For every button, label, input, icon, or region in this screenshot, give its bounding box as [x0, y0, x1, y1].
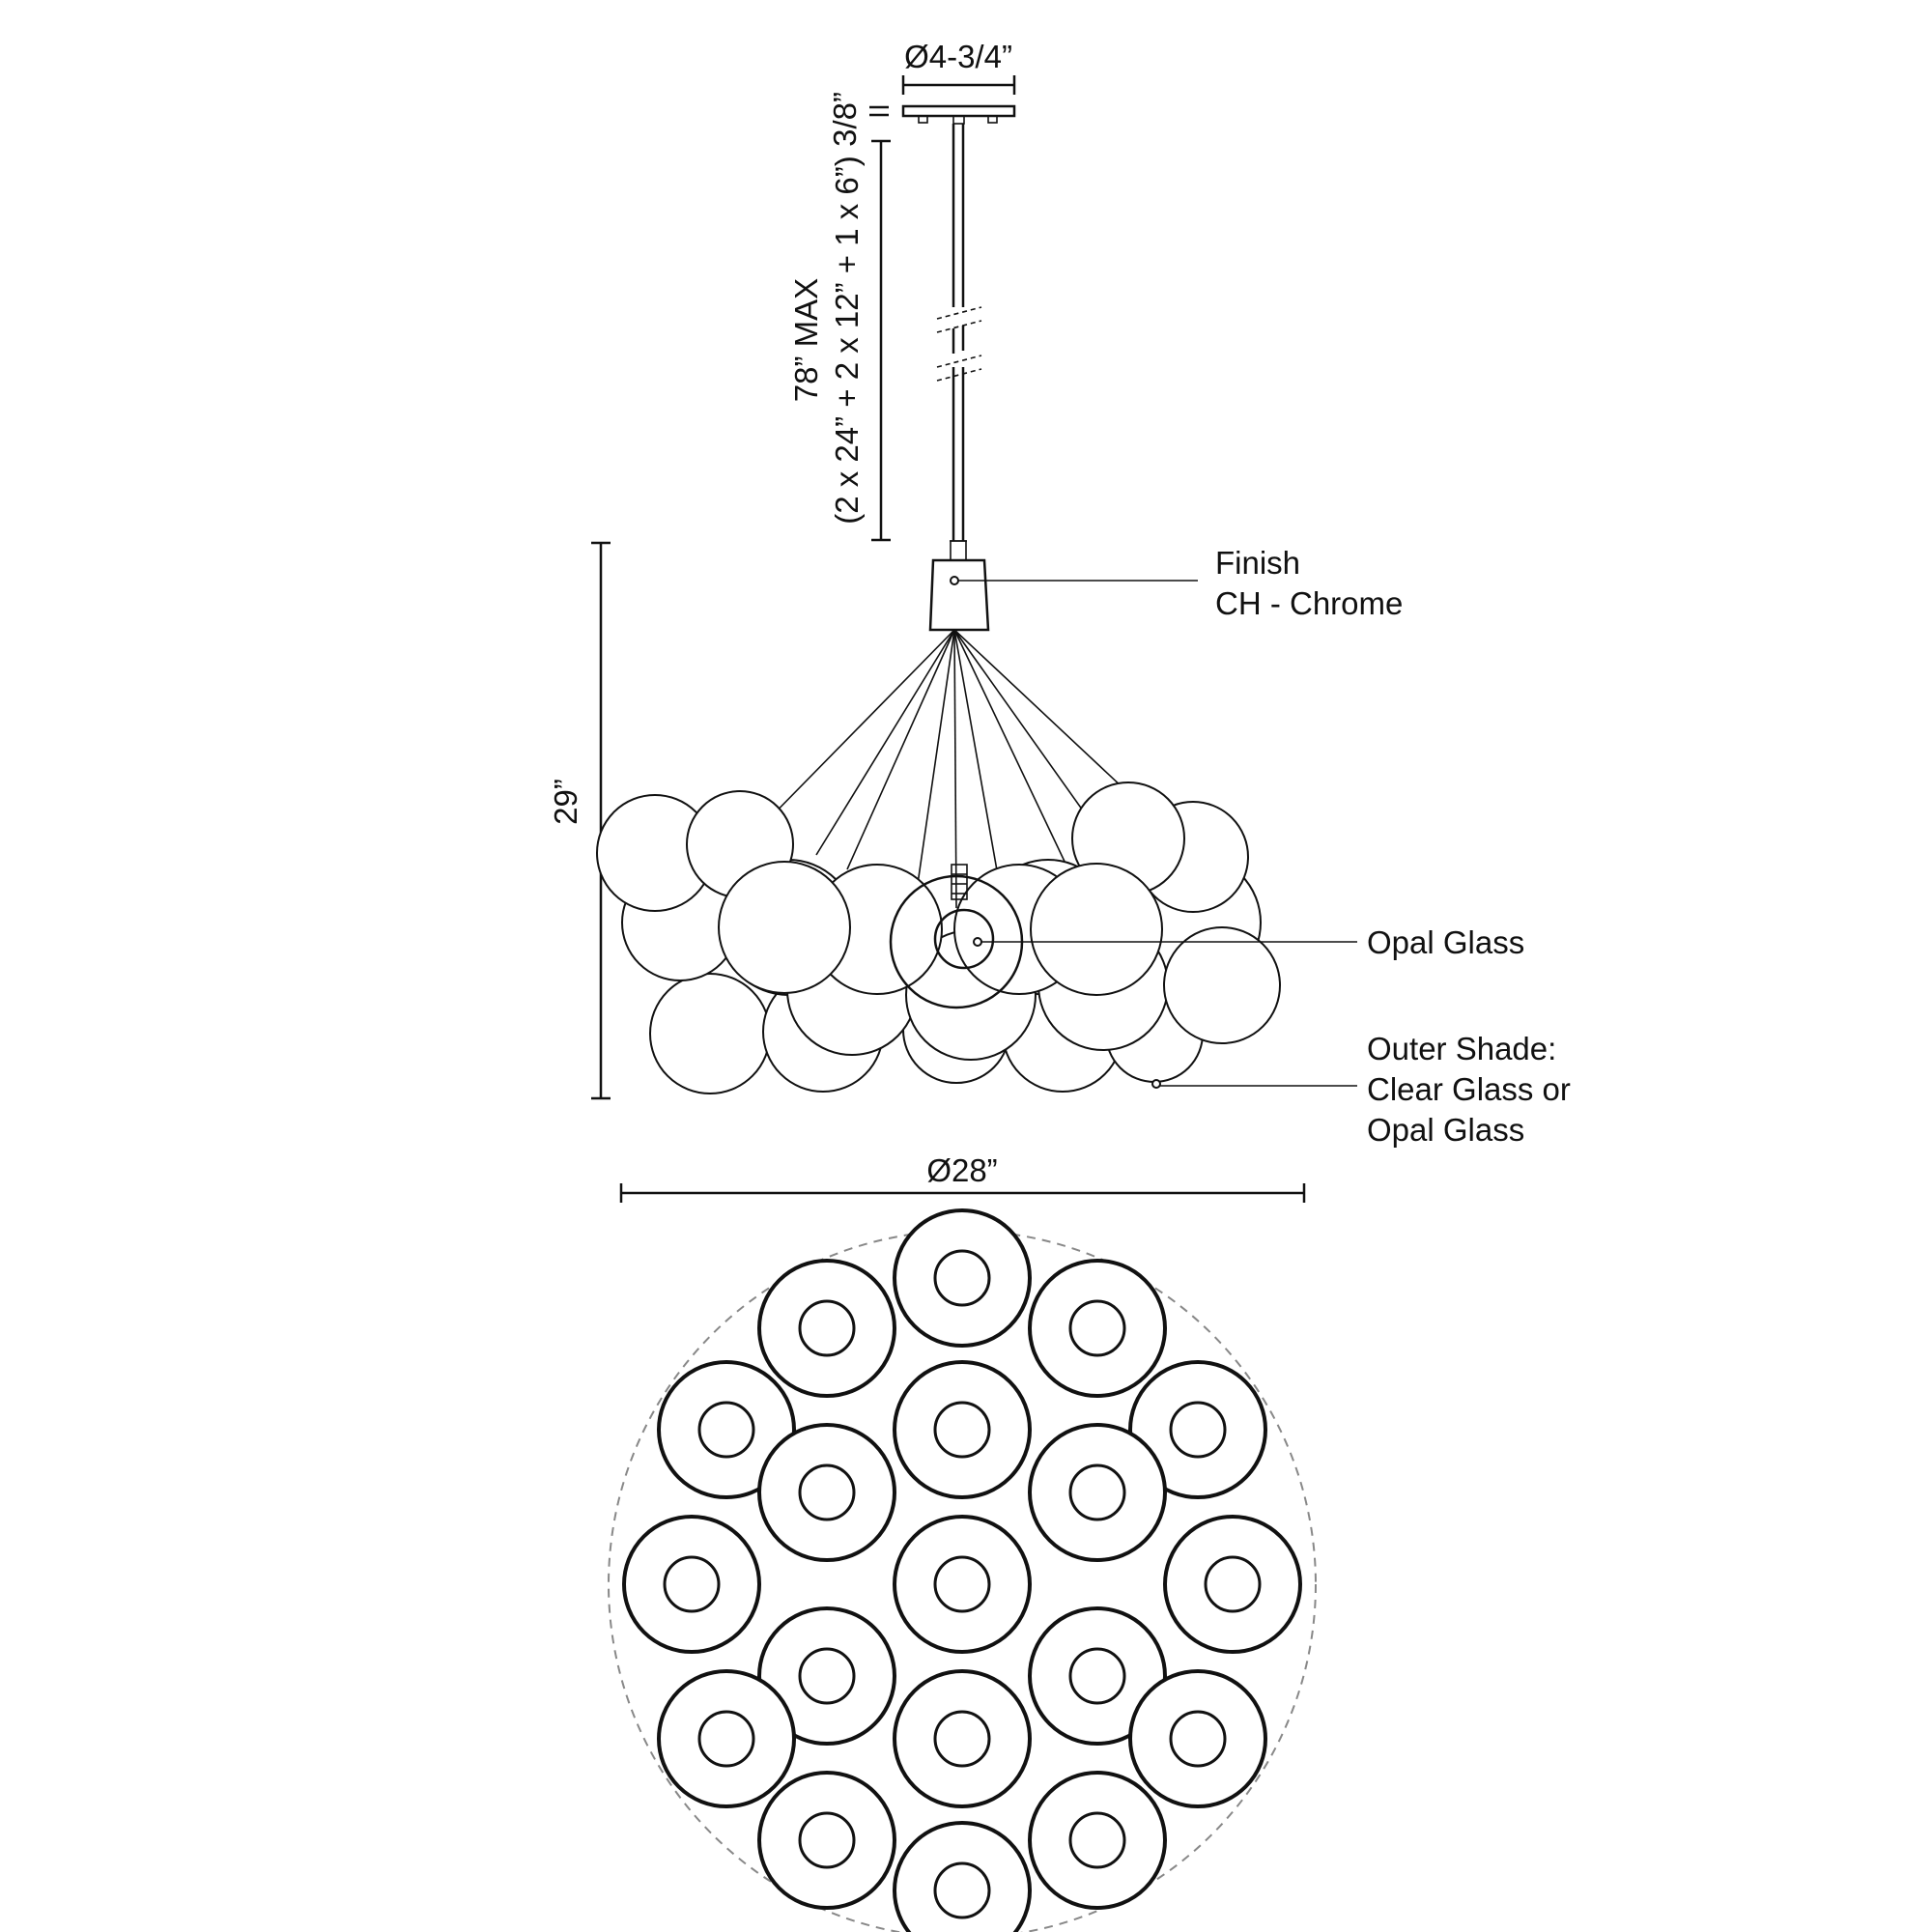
outer-shade-line3: Opal Glass — [1367, 1112, 1524, 1148]
overall-diameter-dimension: Ø28” — [619, 1152, 1306, 1203]
globe-stem — [846, 629, 955, 870]
globe-stem — [754, 629, 955, 834]
globe-stem — [953, 629, 1001, 888]
canopy-width-dimension: Ø4-3/4” — [901, 39, 1016, 95]
globe-stem — [953, 629, 1068, 868]
finish-title: Finish — [1215, 545, 1300, 581]
opal-glass-marker — [973, 937, 982, 947]
fixture-side-view — [596, 104, 1281, 1094]
glass-globe — [1030, 863, 1163, 996]
plan-globe — [893, 1360, 1032, 1499]
glass-globe — [1163, 926, 1281, 1044]
rod-break-symbol — [936, 306, 982, 382]
globe-stem — [917, 629, 955, 885]
plan-globe-rings — [622, 1208, 1302, 1932]
globe-stem — [815, 629, 955, 856]
canopy — [901, 104, 1016, 125]
plan-globe — [1028, 1259, 1167, 1398]
plan-globe — [893, 1821, 1032, 1932]
plan-globe — [1163, 1515, 1302, 1654]
outer-shade-title: Outer Shade: — [1367, 1031, 1556, 1066]
plan-view — [608, 1208, 1317, 1932]
plan-globe — [1028, 1606, 1167, 1746]
canopy-height-label: 3/8” — [827, 92, 863, 147]
fixture-body — [928, 558, 990, 632]
overall-diameter-label: Ø28” — [926, 1152, 997, 1188]
plan-globe — [1028, 1423, 1167, 1562]
plan-globe — [757, 1771, 896, 1910]
plan-globe — [757, 1423, 896, 1562]
overall-height-dimension: 29” — [548, 541, 611, 1100]
plan-globe — [1128, 1360, 1267, 1499]
plan-globe — [1128, 1669, 1267, 1808]
plan-globe — [893, 1669, 1032, 1808]
canopy-height-dimension: 3/8” — [827, 92, 889, 147]
finish-marker — [950, 576, 959, 585]
outer-shade-marker — [1151, 1079, 1161, 1089]
plan-globe — [622, 1515, 761, 1654]
outer-shade-callout: Outer Shade: Clear Glass or Opal Glass — [1160, 1031, 1571, 1148]
opal-glass-callout: Opal Glass — [981, 924, 1524, 960]
overall-height-label: 29” — [548, 779, 583, 825]
globe-cluster — [596, 781, 1281, 1094]
canopy-diameter-label: Ø4-3/4” — [904, 39, 1012, 74]
plan-globe — [757, 1606, 896, 1746]
glass-globe — [649, 973, 771, 1094]
finish-callout: Finish CH - Chrome — [958, 545, 1403, 621]
plan-globe — [1028, 1771, 1167, 1910]
rod-breakdown-label: (2 x 24” + 2 x 12” + 1 x 6”) — [829, 156, 865, 525]
plan-globe — [757, 1259, 896, 1398]
plan-globe — [657, 1669, 796, 1808]
suspension-rod — [936, 124, 982, 561]
opal-glass-label: Opal Glass — [1367, 924, 1524, 960]
plan-globe — [893, 1515, 1032, 1654]
finish-value: CH - Chrome — [1215, 585, 1403, 621]
plan-globe — [893, 1208, 1032, 1348]
plan-globe — [657, 1360, 796, 1499]
rod-max-label: 78” MAX — [788, 278, 824, 402]
glass-globe — [718, 861, 851, 994]
rod-length-dimension: 78” MAX (2 x 24” + 2 x 12” + 1 x 6”) — [788, 139, 891, 542]
plan-outline — [608, 1230, 1317, 1932]
globe-stem — [953, 629, 957, 909]
outer-shade-line2: Clear Glass or — [1367, 1071, 1571, 1107]
